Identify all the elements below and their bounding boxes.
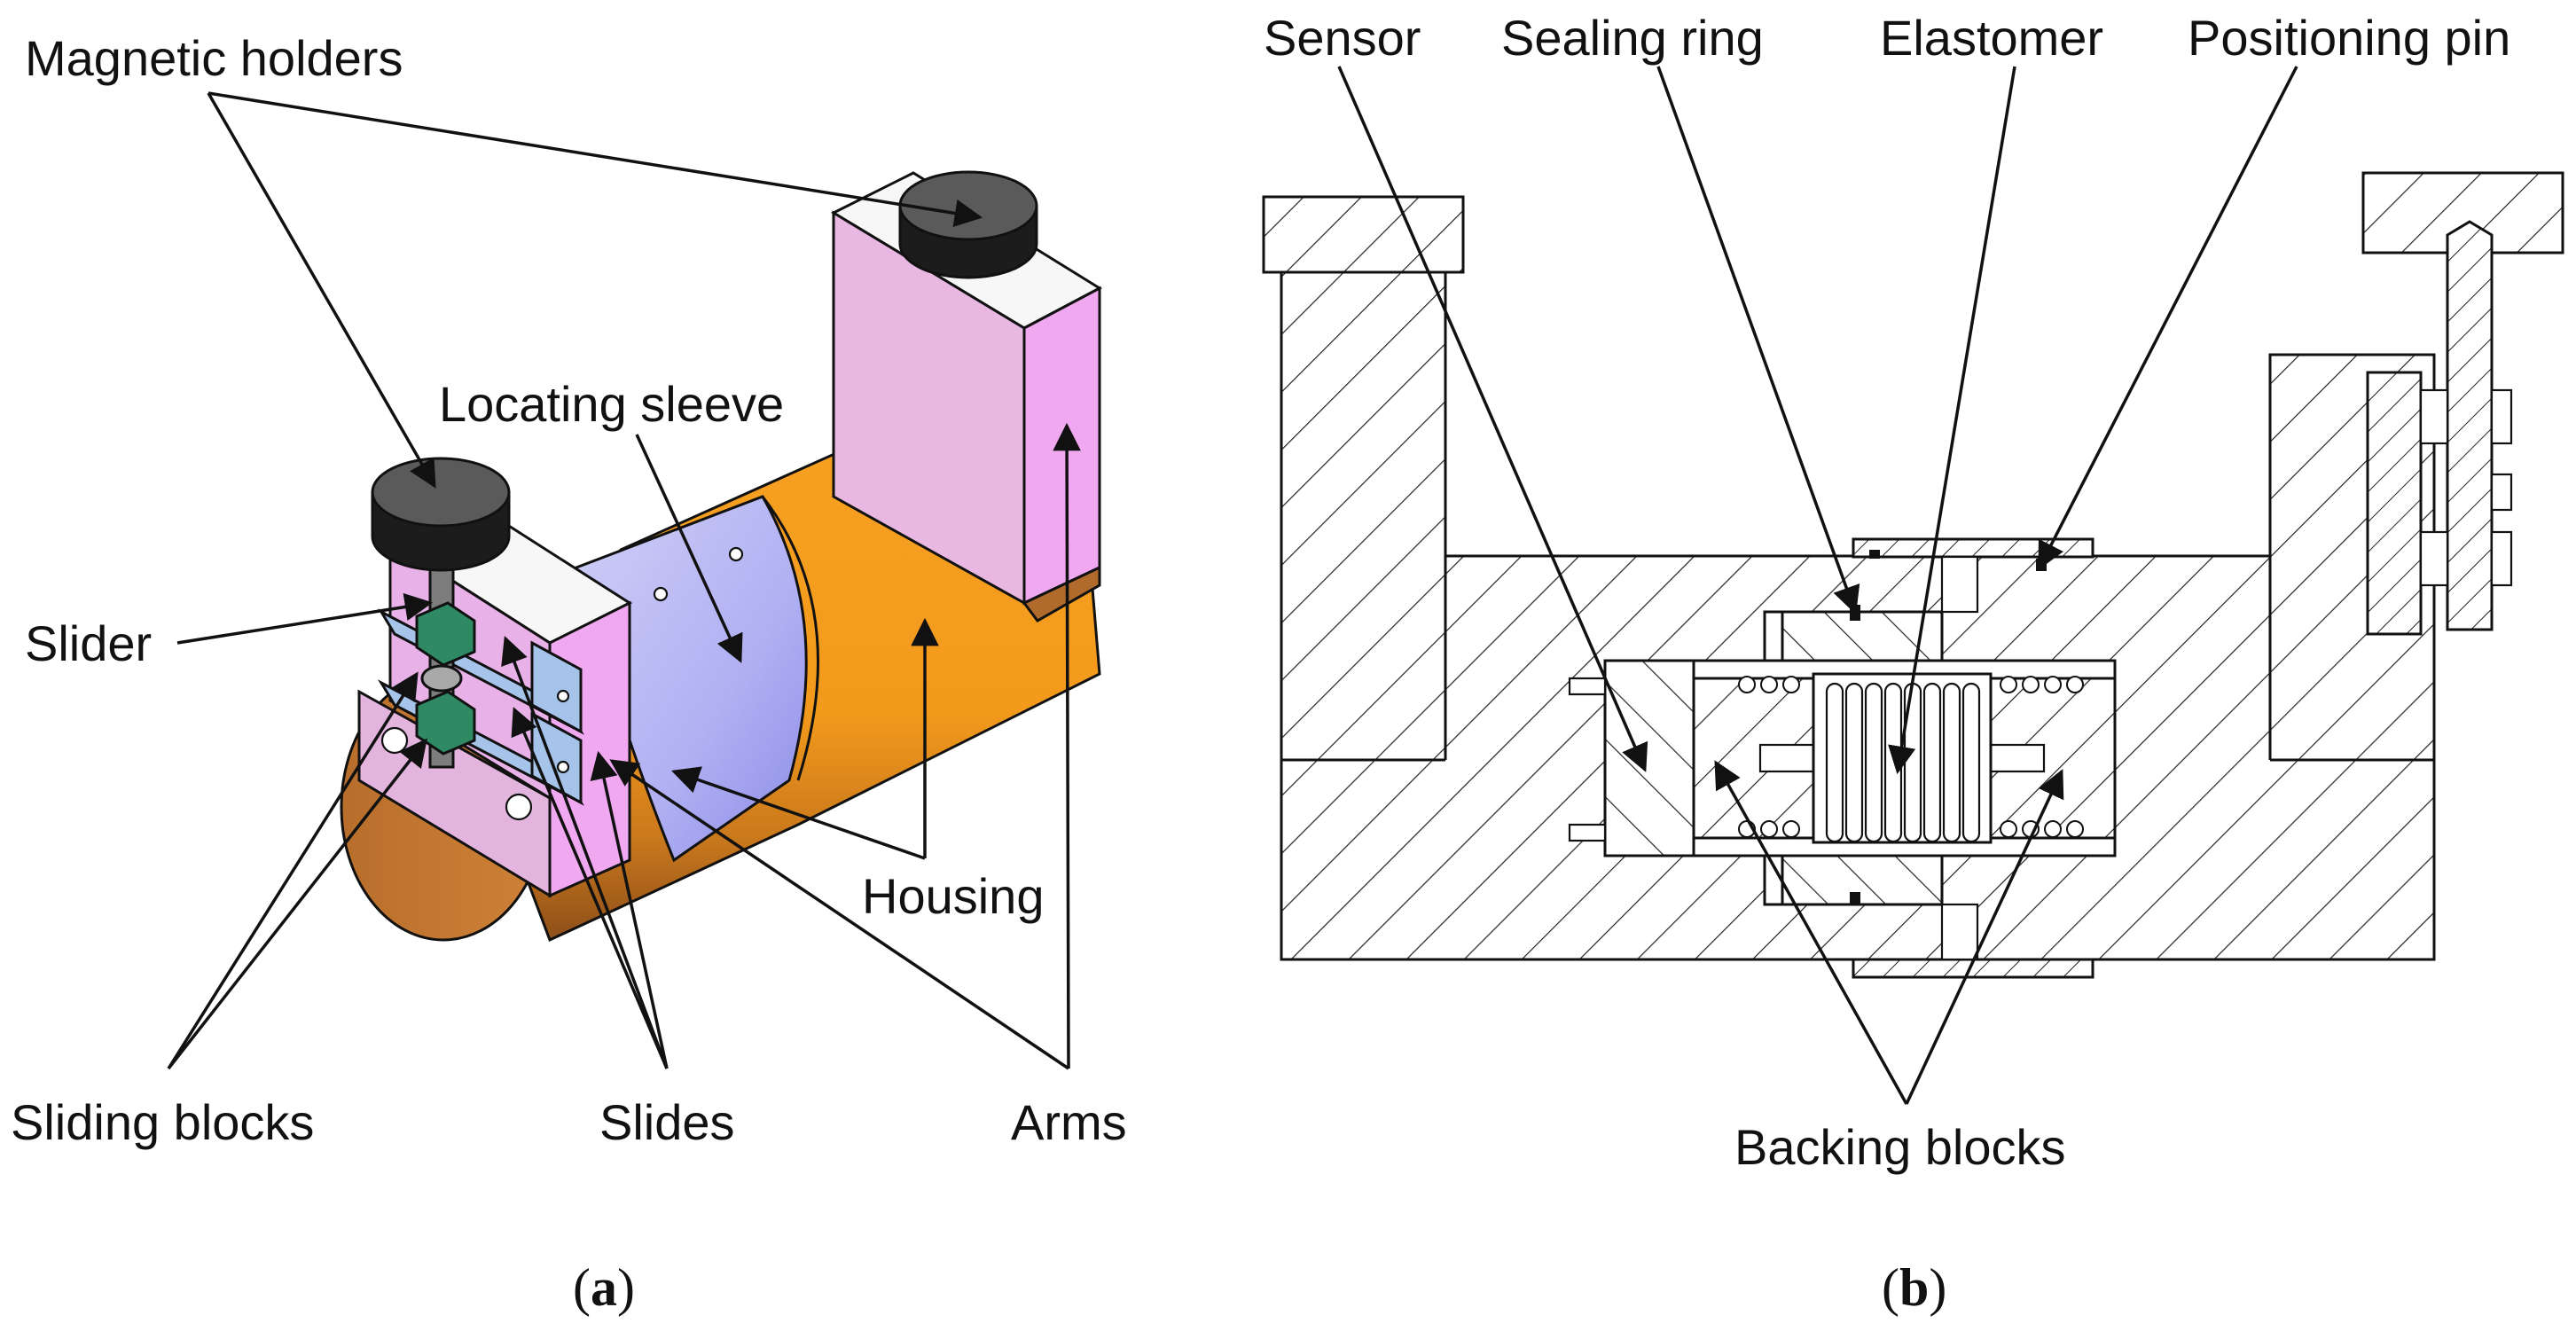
panel-b-leaders (1337, 66, 2298, 1105)
bearing-ball (1738, 676, 1756, 693)
label-locating-sleeve: Locating sleeve (439, 376, 784, 432)
bearing-ball (1782, 820, 1800, 838)
elastomer-coil (1922, 682, 1942, 843)
label-arms: Arms (1011, 1094, 1127, 1150)
panel-a-leaders (167, 91, 1081, 1070)
bearing-ball (1782, 676, 1800, 693)
elastomer-coils (1812, 672, 1993, 844)
panel-a-3d-view: Magnetic holders Locating sleeve Slider … (11, 30, 1127, 1317)
label-sliding-blocks: Sliding blocks (11, 1094, 314, 1150)
bearing-ball (2022, 676, 2040, 693)
label-housing: Housing (862, 868, 1044, 924)
elastomer-coil (1961, 682, 1981, 843)
label-sensor: Sensor (1264, 10, 1421, 66)
bearing-ball (2000, 820, 2017, 838)
label-slides: Slides (599, 1094, 735, 1150)
elastomer-coil (1844, 682, 1864, 843)
bearing-ball (2066, 820, 2084, 838)
locating-sleeve-3d (575, 495, 819, 863)
panel-b-section-view: Sensor Sealing ring Elastomer Positionin… (1262, 10, 2564, 1317)
left-arm-cap (1262, 195, 1465, 274)
right-slide (2366, 371, 2423, 636)
bearing-ball (2000, 676, 2017, 693)
bearing-ball (1760, 820, 1778, 838)
magnetic-holder-right (898, 170, 1038, 279)
elastomer-coil (1942, 682, 1961, 843)
label-elastomer: Elastomer (1880, 10, 2103, 66)
bearing-ball (2066, 676, 2084, 693)
caption-b: (b) (1882, 1258, 1946, 1317)
elastomer-coil (1825, 682, 1844, 843)
sealing-ring (1850, 605, 1860, 621)
label-magnetic-holders: Magnetic holders (25, 30, 403, 86)
magnetic-holder-left (371, 457, 511, 572)
label-slider: Slider (25, 615, 152, 671)
caption-a: (a) (573, 1258, 635, 1317)
label-positioning-pin: Positioning pin (2188, 10, 2510, 66)
locating-sleeve-top (1852, 537, 2094, 559)
bearing-ball (1760, 676, 1778, 693)
bearing-ball (2044, 676, 2062, 693)
label-backing-blocks: Backing blocks (1734, 1119, 2066, 1175)
label-sealing-ring: Sealing ring (1501, 10, 1764, 66)
elastomer-coil (1864, 682, 1883, 843)
sensor-section (1603, 659, 1695, 857)
right-slider-shaft (2446, 220, 2494, 631)
bearing-balls (1738, 676, 2084, 838)
right-arm-cap (2361, 171, 2564, 254)
bearing-ball (2044, 820, 2062, 838)
